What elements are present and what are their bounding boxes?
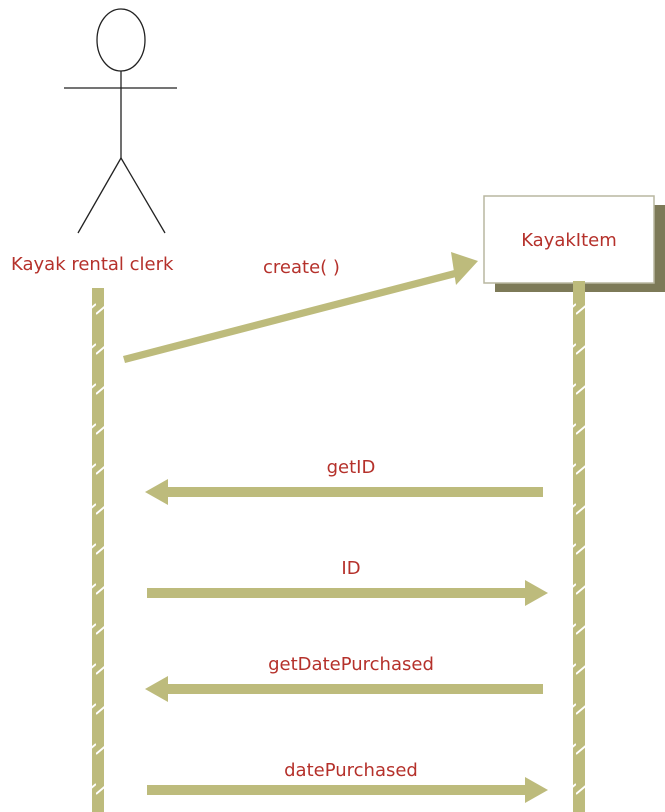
message-create-label: create( ) — [263, 257, 340, 278]
message-create-arrowhead — [451, 252, 478, 285]
message-get-id-shaft — [164, 487, 543, 497]
message-id: ID — [147, 558, 548, 606]
actor-figure — [64, 8, 177, 234]
actor-left-leg — [77, 157, 122, 234]
actor-lifeline — [92, 288, 104, 812]
message-date-purchased: datePurchased — [147, 760, 548, 803]
message-get-date-purchased: getDatePurchased — [145, 654, 543, 702]
message-id-arrowhead — [525, 580, 548, 606]
message-get-date-purchased-shaft — [164, 684, 543, 694]
object-box: KayakItem — [483, 195, 665, 292]
object-lifeline — [573, 281, 585, 812]
object-box-face — [483, 195, 655, 284]
message-get-date-purchased-arrowhead — [145, 676, 168, 702]
object-label: KayakItem — [521, 230, 617, 251]
message-create: create( ) — [123, 252, 478, 363]
message-create-arrow — [123, 269, 460, 363]
actor-label: Kayak rental clerk — [11, 254, 174, 275]
message-get-id: getID — [145, 457, 543, 505]
message-get-id-arrowhead — [145, 479, 168, 505]
message-date-purchased-arrowhead — [525, 777, 548, 803]
message-date-purchased-shaft — [147, 785, 528, 795]
actor-head — [96, 8, 146, 72]
message-id-shaft — [147, 588, 528, 598]
message-get-id-label: getID — [327, 457, 376, 478]
message-get-date-purchased-label: getDatePurchased — [268, 654, 434, 675]
message-id-label: ID — [341, 558, 360, 579]
actor-right-leg — [120, 157, 166, 234]
message-date-purchased-label: datePurchased — [284, 760, 418, 781]
